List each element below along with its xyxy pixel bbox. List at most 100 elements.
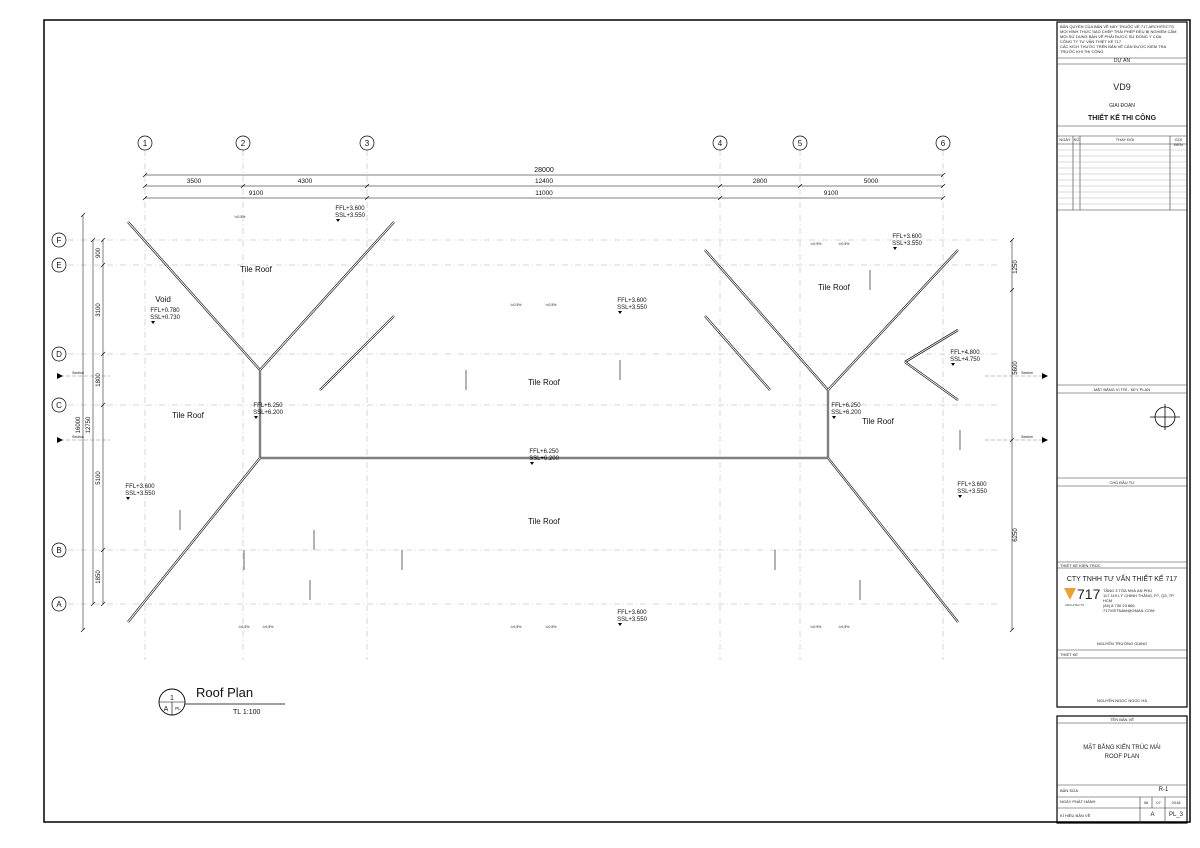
level-ffl: FFL+3.600 — [125, 484, 155, 490]
dim-top-segment: 4300 — [298, 178, 313, 185]
sheet-border — [43, 19, 1191, 823]
section-arrow — [1042, 373, 1048, 379]
key-plan-label: MẶT BẰNG VỊ TRÍ - KEY PLAN — [1093, 387, 1151, 392]
plan-scale: TL 1:100 — [233, 709, 260, 716]
rev-header-change: THAY ĐỔI — [1115, 137, 1135, 142]
grid-label-col: 3 — [365, 139, 370, 148]
project-label: DỰ ÁN — [1113, 58, 1131, 64]
level-ssl: SSL+6.200 — [831, 410, 862, 416]
slope-label: i=0.5% — [811, 242, 822, 246]
roof-ridge-highlight — [704, 249, 829, 391]
dim-left-overall: 16000 — [76, 416, 82, 433]
dimension-tick — [1009, 237, 1015, 243]
grid-label-col: 5 — [798, 139, 803, 148]
slope-label: i=0.5% — [239, 625, 250, 629]
section-arrow — [57, 373, 63, 379]
level-ffl: FFL+4.800 — [950, 350, 980, 356]
level-marker — [530, 462, 534, 465]
level-marker — [832, 416, 836, 419]
dimension-tick — [100, 237, 106, 243]
grid-bubble-row — [51, 542, 67, 558]
dimension-tick — [940, 195, 946, 201]
grid-bubble-row — [51, 232, 67, 248]
dim-right-segment: 6250 — [1013, 528, 1019, 542]
grid-label-col: 6 — [941, 139, 946, 148]
dim-left-segment: 1800 — [96, 373, 102, 387]
grid-bubble-row — [51, 257, 67, 273]
section-arrow — [57, 437, 63, 443]
grid-label-row: D — [56, 350, 62, 359]
dimension-tick — [80, 212, 86, 218]
roof-ridge-highlight — [904, 361, 959, 401]
dimension-tick — [1009, 627, 1015, 633]
grid-bubble-col — [137, 135, 153, 151]
phase-name: THIẾT KẾ THI CÔNG — [1087, 115, 1157, 122]
drawing-title-label: TÊN BẢN VẼ — [1110, 717, 1134, 722]
copyright-line: BẢN QUYỀN CỦA BẢN VẼ NÀY THUỘC VỀ 717 AR… — [1060, 24, 1174, 29]
grid-label-row: C — [56, 401, 62, 410]
roof-ridge-highlight — [319, 315, 395, 391]
level-ffl: FFL+3.600 — [617, 298, 647, 304]
drawing-title-en: ROOF PLAN — [1104, 754, 1140, 760]
dim-top-total: 28000 — [534, 167, 554, 174]
roof-ridge-highlight — [827, 457, 959, 623]
dimension-tick — [717, 195, 723, 201]
issue-day: 06 — [1143, 800, 1149, 805]
level-marker — [126, 497, 130, 500]
revision-label: BẢN SỬA — [1060, 788, 1079, 793]
slope-label: i=0.5% — [839, 625, 850, 629]
roof-label: Tile Roof — [818, 283, 850, 292]
roof-label: Tile Roof — [528, 517, 560, 526]
grid-bubble-row — [51, 596, 67, 612]
dim-top-segment: 12400 — [535, 178, 553, 185]
plan-tag-sheet: A — [164, 706, 169, 713]
level-marker — [336, 219, 340, 222]
drawing-no-label: KÍ HIỆU BẢN VẼ — [1060, 813, 1091, 818]
section-marker-label: Section — [72, 371, 84, 375]
architect-label: THIẾT KẾ KIẾN TRÚC — [1060, 563, 1101, 568]
owner-label: CHỦ ĐẦU TƯ — [1109, 480, 1135, 485]
dim-left-segment: 3100 — [96, 303, 102, 317]
dimension-tick — [100, 262, 106, 268]
dimension-tick — [940, 183, 946, 189]
title-block-lower — [1056, 715, 1188, 824]
dimension-tick — [90, 601, 96, 607]
section-arrow — [1042, 437, 1048, 443]
level-ssl: SSL+4.750 — [950, 357, 981, 363]
level-ffl: FFL+3.600 — [892, 234, 922, 240]
dim-top-span: 9100 — [824, 190, 839, 197]
level-ssl: SSL+6.200 — [529, 456, 560, 462]
roof-label: Tile Roof — [862, 417, 894, 426]
logo-subtext: ARCHITECTS — [1065, 603, 1084, 607]
grid-label-col: 2 — [241, 139, 246, 148]
roof-ridge-highlight — [127, 457, 261, 623]
rev-header-date: NGÀY — [1059, 137, 1071, 142]
slope-label: i=0.5% — [235, 215, 246, 219]
plan-tag-ref: PL — [175, 706, 181, 711]
grid-bubble-col — [935, 135, 951, 151]
level-marker — [254, 416, 258, 419]
level-ffl: FFL+3.600 — [957, 482, 987, 488]
designer-name: NGUYỄN NGỌC NGỌC HÀ — [1096, 698, 1147, 703]
address-line: (84) 8 730 23 866 — [1103, 603, 1135, 608]
level-ffl: FFL+6.250 — [831, 403, 861, 409]
slope-label: i=0.5% — [546, 625, 557, 629]
level-marker — [958, 495, 962, 498]
slope-label: i=0.5% — [546, 303, 557, 307]
issue-month: 07 — [1156, 800, 1161, 805]
level-marker — [893, 247, 897, 250]
slope-label: i=0.5% — [511, 303, 522, 307]
rev-header-no: SỐ — [1073, 137, 1080, 142]
drawing-title-vn: MẶT BẰNG KIẾN TRÚC MÁI — [1083, 745, 1161, 751]
grid-bubble-col — [359, 135, 375, 151]
copyright-line: TRƯỚC KHI THI CÔNG — [1060, 49, 1104, 54]
roof-label: Tile Roof — [240, 265, 272, 274]
level-marker — [151, 321, 155, 324]
dimension-tick — [364, 195, 370, 201]
level-ssl: SSL+0.730 — [150, 315, 181, 321]
level-marker — [618, 623, 622, 626]
grid-bubble-col — [712, 135, 728, 151]
section-marker-label: Section — [1021, 435, 1033, 439]
copyright-line: CÔNG TY TƯ VẤN THIẾT KẾ 717 — [1060, 39, 1122, 44]
